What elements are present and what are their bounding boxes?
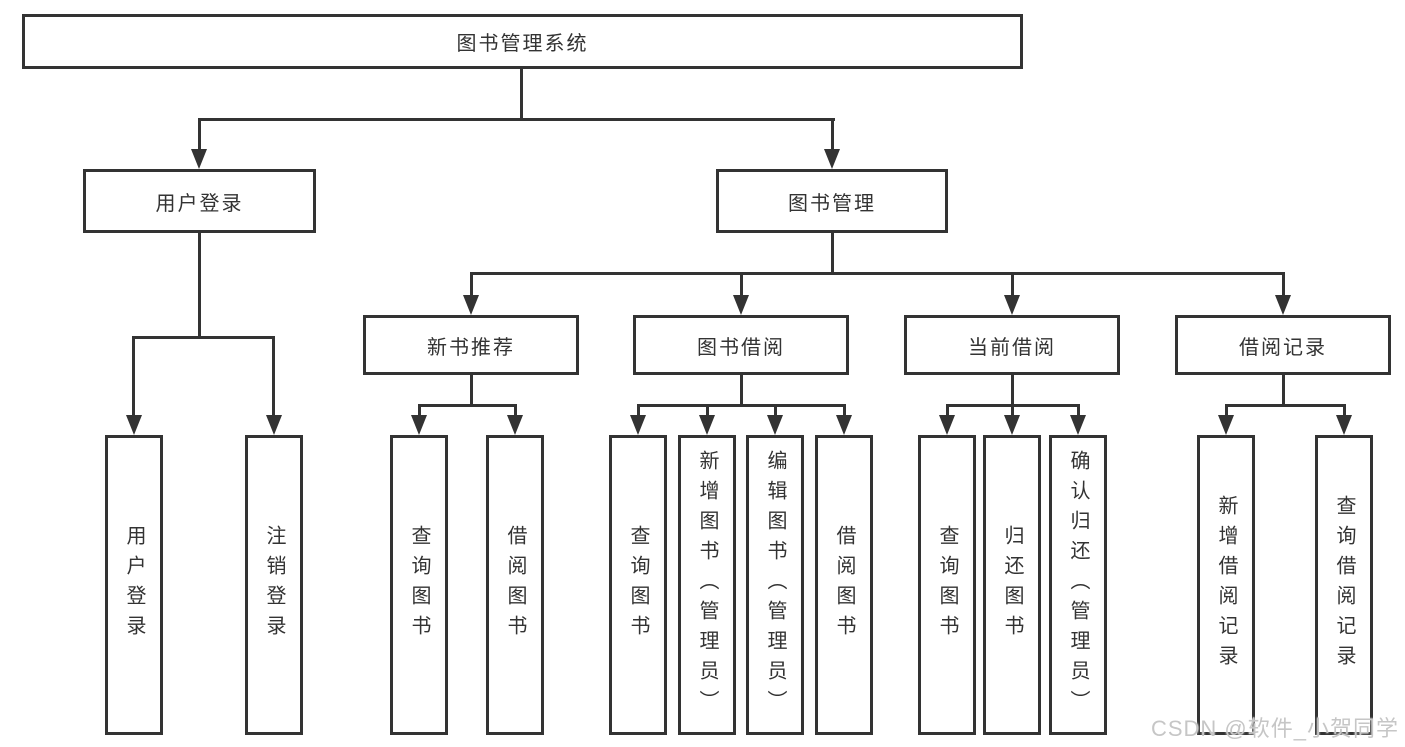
connector-line (774, 404, 777, 415)
node-leaf-query-books-3-label: 查询图书 (936, 525, 958, 645)
connector-line (470, 272, 1285, 275)
connector-line (198, 118, 835, 121)
connector-line (1225, 404, 1228, 415)
connector-line (520, 69, 523, 118)
arrowhead-icon (1004, 415, 1020, 435)
arrowhead-icon (1004, 295, 1020, 315)
connector-line (637, 404, 846, 407)
arrowhead-icon (733, 295, 749, 315)
connector-line (1011, 404, 1014, 415)
node-leaf-confirm-return-admin-label: 确认归还（管理员） (1067, 450, 1089, 720)
node-new-book-recommend-label: 新书推荐 (427, 336, 515, 359)
node-current-borrowing-label: 当前借阅 (968, 336, 1056, 359)
connector-line (740, 272, 743, 295)
node-leaf-query-books-1: 查询图书 (390, 435, 448, 735)
node-leaf-add-books-admin: 新增图书（管理员） (678, 435, 736, 735)
node-leaf-borrow-books-1-label: 借阅图书 (504, 525, 526, 645)
connector-line (470, 375, 473, 404)
arrowhead-icon (824, 149, 840, 169)
connector-line (831, 233, 834, 272)
node-leaf-borrow-books-1: 借阅图书 (486, 435, 544, 735)
arrowhead-icon (126, 415, 142, 435)
arrowhead-icon (939, 415, 955, 435)
connector-line (132, 336, 135, 415)
csdn-watermark: CSDN @软件_小贺同学 (1150, 716, 1399, 741)
node-leaf-query-books-2: 查询图书 (609, 435, 667, 735)
node-root: 图书管理系统 (22, 14, 1023, 69)
arrowhead-icon (1218, 415, 1234, 435)
connector-line (198, 233, 201, 336)
connector-line (946, 404, 949, 415)
node-user-login: 用户登录 (83, 169, 316, 233)
connector-line (1282, 272, 1285, 295)
node-book-borrowing-label: 图书借阅 (697, 336, 785, 359)
node-leaf-return-books: 归还图书 (983, 435, 1041, 735)
connector-line (740, 375, 743, 404)
connector-line (470, 272, 473, 295)
arrowhead-icon (1336, 415, 1352, 435)
arrowhead-icon (507, 415, 523, 435)
connector-line (1077, 404, 1080, 415)
node-current-borrowing: 当前借阅 (904, 315, 1120, 375)
node-leaf-edit-books-admin: 编辑图书（管理员） (746, 435, 804, 735)
connector-line (831, 118, 834, 149)
connector-line (272, 336, 275, 415)
node-leaf-edit-books-admin-label: 编辑图书（管理员） (764, 450, 786, 720)
node-borrowing-records: 借阅记录 (1175, 315, 1391, 375)
node-leaf-confirm-return-admin: 确认归还（管理员） (1049, 435, 1107, 735)
connector-line (418, 404, 421, 415)
node-leaf-query-borrow-record: 查询借阅记录 (1315, 435, 1373, 735)
node-leaf-query-books-3: 查询图书 (918, 435, 976, 735)
arrowhead-icon (191, 149, 207, 169)
node-book-management-label: 图书管理 (788, 192, 876, 215)
connector-line (637, 404, 640, 415)
arrowhead-icon (1275, 295, 1291, 315)
arrowhead-icon (1070, 415, 1086, 435)
connector-line (132, 336, 275, 339)
node-leaf-logout-label: 注销登录 (263, 525, 285, 645)
connector-line (1282, 375, 1285, 404)
arrowhead-icon (411, 415, 427, 435)
connector-line (1343, 404, 1346, 415)
node-new-book-recommend: 新书推荐 (363, 315, 579, 375)
node-book-management: 图书管理 (716, 169, 948, 233)
connector-line (1011, 272, 1014, 295)
connector-line (1011, 375, 1014, 404)
node-user-login-label: 用户登录 (155, 192, 244, 215)
node-leaf-add-books-admin-label: 新增图书（管理员） (696, 450, 718, 720)
node-leaf-add-borrow-record-label: 新增借阅记录 (1215, 495, 1237, 675)
arrowhead-icon (630, 415, 646, 435)
node-root-label: 图书管理系统 (456, 33, 589, 55)
node-borrowing-records-label: 借阅记录 (1239, 336, 1327, 359)
connector-line (843, 404, 846, 415)
node-leaf-return-books-label: 归还图书 (1001, 525, 1023, 645)
node-leaf-query-books-2-label: 查询图书 (627, 525, 649, 645)
node-leaf-logout: 注销登录 (245, 435, 303, 735)
node-leaf-user-login-label: 用户登录 (123, 525, 145, 645)
arrowhead-icon (266, 415, 282, 435)
connector-line (1225, 404, 1346, 407)
node-leaf-user-login: 用户登录 (105, 435, 163, 735)
node-leaf-borrow-books-2-label: 借阅图书 (833, 525, 855, 645)
connector-line (418, 404, 517, 407)
connector-line (706, 404, 709, 415)
arrowhead-icon (699, 415, 715, 435)
node-leaf-add-borrow-record: 新增借阅记录 (1197, 435, 1255, 735)
arrowhead-icon (767, 415, 783, 435)
arrowhead-icon (836, 415, 852, 435)
connector-line (514, 404, 517, 415)
node-leaf-borrow-books-2: 借阅图书 (815, 435, 873, 735)
node-leaf-query-borrow-record-label: 查询借阅记录 (1333, 495, 1355, 675)
connector-line (198, 118, 201, 149)
node-leaf-query-books-1-label: 查询图书 (408, 525, 430, 645)
node-book-borrowing: 图书借阅 (633, 315, 849, 375)
arrowhead-icon (463, 295, 479, 315)
